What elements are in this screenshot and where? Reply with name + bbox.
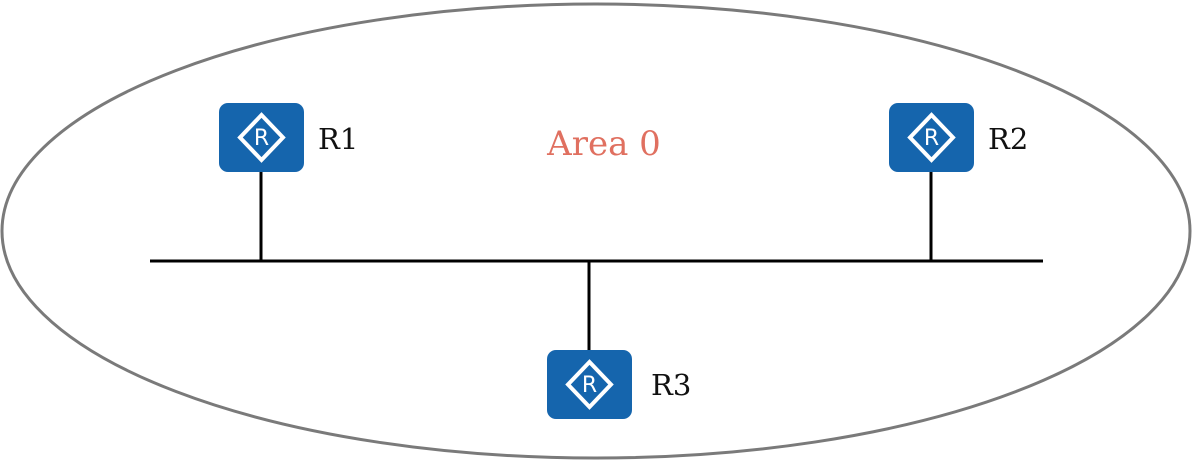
router-glyph: R	[254, 126, 269, 151]
router-r1[interactable]: R R1	[219, 103, 358, 172]
router-glyph: R	[924, 126, 939, 151]
router-icon: R	[219, 103, 304, 172]
router-label: R3	[651, 368, 691, 402]
router-icon: R	[547, 350, 632, 419]
area-label: Area 0	[546, 124, 661, 164]
router-label: R2	[988, 122, 1028, 156]
router-r3[interactable]: R R3	[547, 350, 691, 419]
router-label: R1	[318, 122, 358, 156]
router-glyph: R	[582, 373, 597, 398]
router-r2[interactable]: R R2	[889, 103, 1028, 172]
router-icon: R	[889, 103, 974, 172]
